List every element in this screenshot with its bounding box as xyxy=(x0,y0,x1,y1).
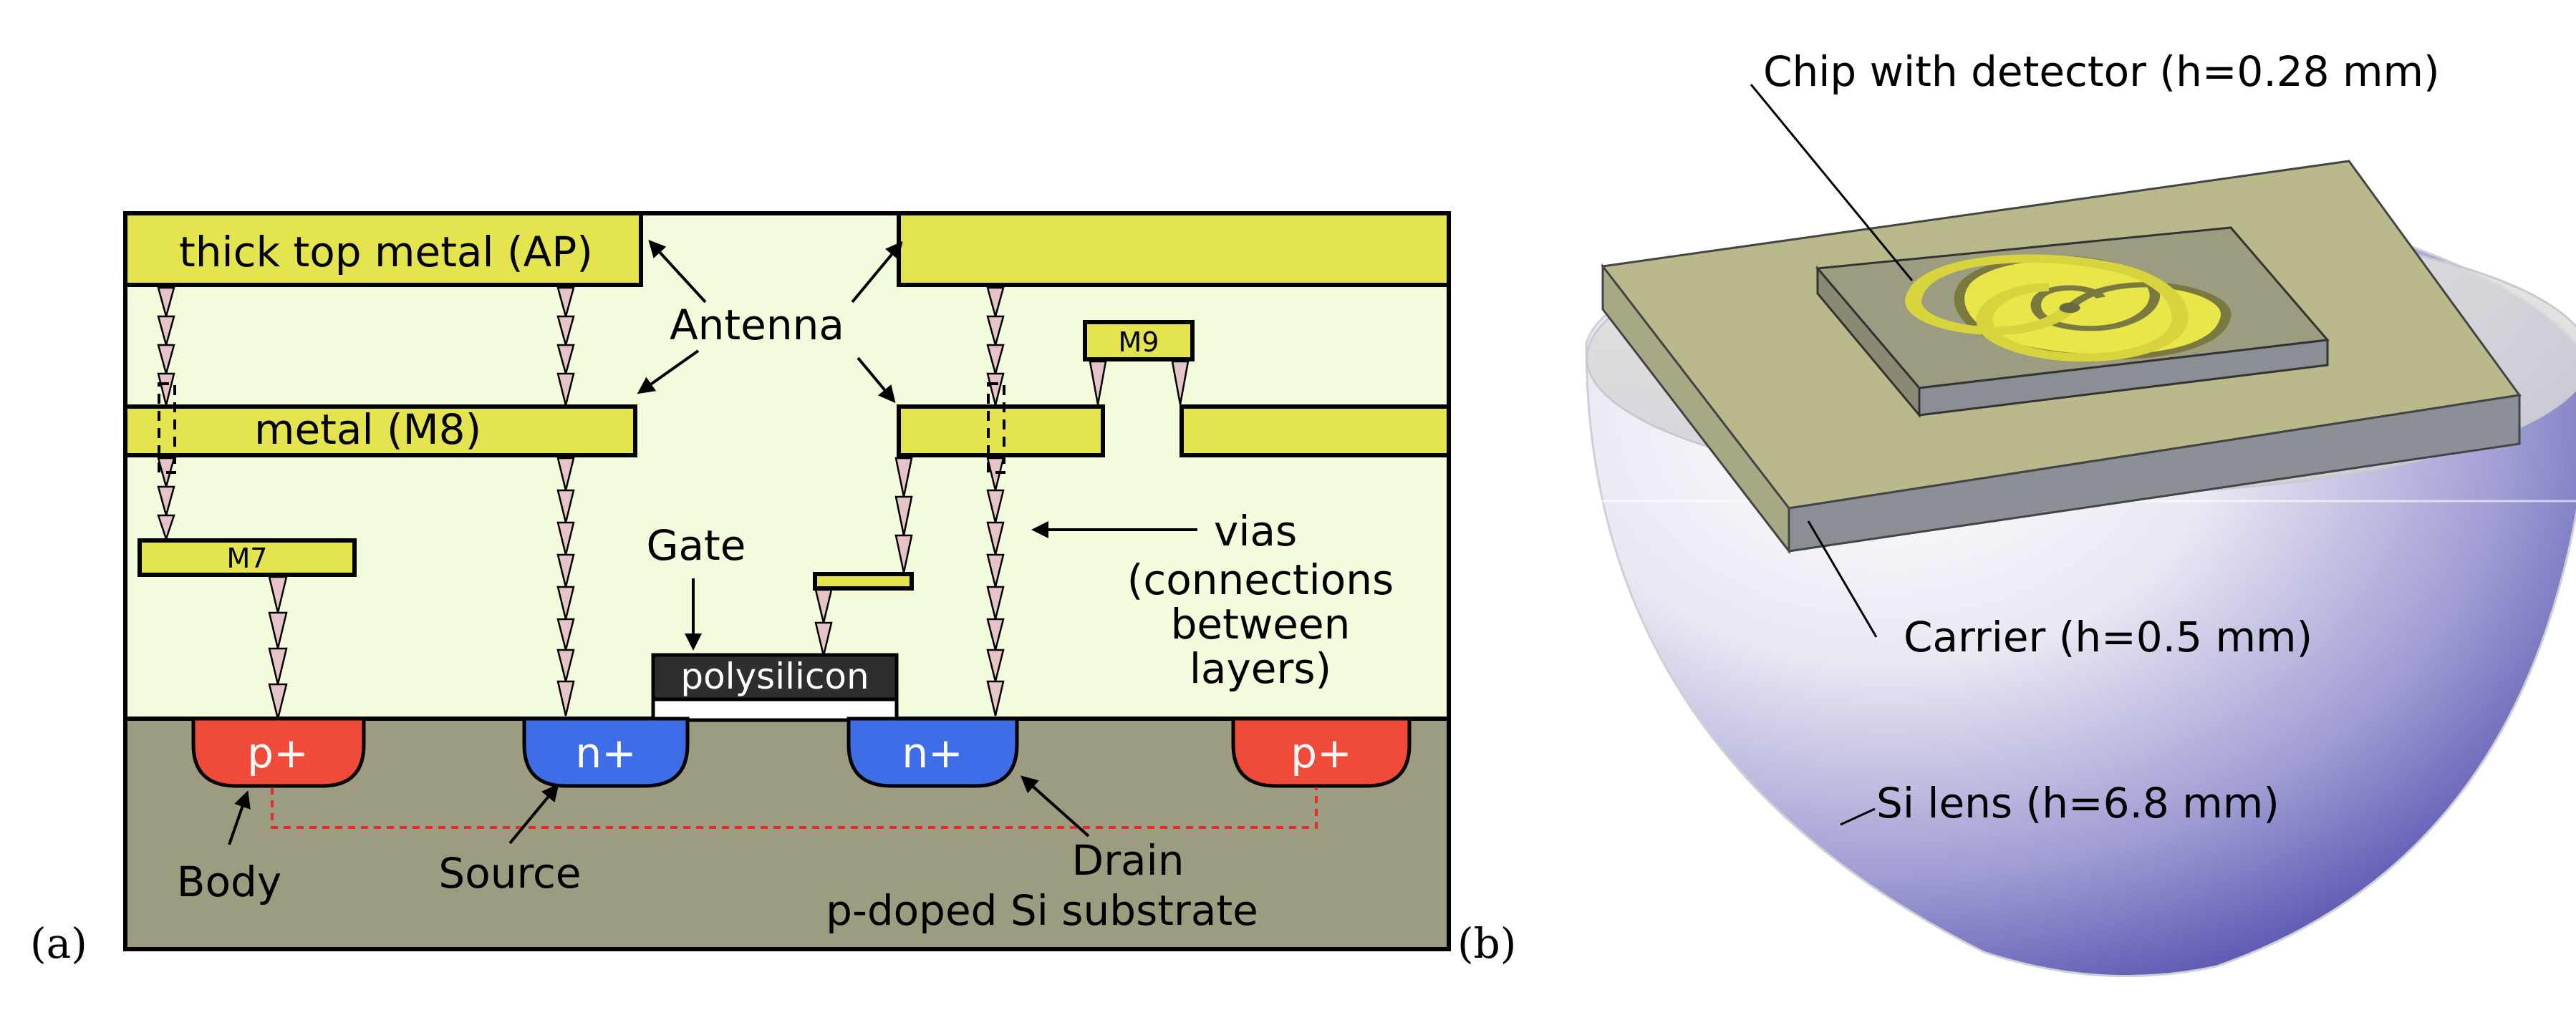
metal-m9 xyxy=(1083,320,1195,361)
n-plus-well-source xyxy=(522,717,690,788)
metal-m9-label: M9 xyxy=(1119,326,1159,358)
via-stack-drain-upper xyxy=(986,286,1005,406)
gate-label: Gate xyxy=(647,521,746,570)
metal-m7-label: M7 xyxy=(227,543,268,574)
via-stack-left-upper xyxy=(157,286,175,406)
body-arrow xyxy=(228,790,251,845)
vias-label: vias xyxy=(1214,507,1297,555)
dielectric-region xyxy=(123,211,1451,721)
via-stack-drain-lower xyxy=(986,457,1005,717)
panel-b-tag: (b) xyxy=(1457,919,1516,968)
n-plus-source-label: n+ xyxy=(575,729,636,777)
drain-arrow xyxy=(1021,775,1090,837)
via-stack-m7-down xyxy=(268,576,288,719)
antenna-arrow-m8-right xyxy=(857,356,896,404)
metal-small-bridge xyxy=(813,572,914,591)
vias-desc-line-1: (connections xyxy=(1127,555,1394,604)
antenna-arrow-top-left xyxy=(648,240,707,304)
chip-label: Chip with detector (h=0.28 mm) xyxy=(1763,47,2440,96)
vias-desc-line-3: layers) xyxy=(1190,644,1331,693)
carrier-label: Carrier (h=0.5 mm) xyxy=(1904,613,2312,661)
n-plus-drain-label: n+ xyxy=(902,729,963,777)
via-m9-right xyxy=(1171,360,1190,405)
source-arrow xyxy=(508,783,559,845)
polysilicon-label: polysilicon xyxy=(680,656,869,697)
spiral-antenna-icon xyxy=(1905,254,2232,362)
body-connection-dashed xyxy=(271,787,1318,829)
via-stack-source-lower xyxy=(556,457,575,717)
metal-m8-mid xyxy=(897,404,1105,457)
metal-m8-label: metal (M8) xyxy=(254,405,481,454)
via-stack-m8-mid-down xyxy=(894,457,913,573)
via-stack-source-upper xyxy=(556,286,575,406)
metal-m7 xyxy=(138,538,357,577)
body-label: Body xyxy=(177,858,281,906)
carrier-side xyxy=(1601,263,1790,555)
panel-b-chip-on-lens: Chip with detector (h=0.28 mm) Carrier (… xyxy=(1457,47,2576,978)
carrier-leader-line xyxy=(1807,520,1878,638)
chip-leader-line xyxy=(1750,84,1914,281)
lens-leader-line xyxy=(1840,807,1876,826)
p-plus-right-label: p+ xyxy=(1291,729,1351,777)
source-label: Source xyxy=(438,849,581,898)
thick-top-metal-left xyxy=(123,211,643,287)
thick-top-metal-label: thick top metal (AP) xyxy=(179,228,593,276)
antenna-arrow-m8-left xyxy=(637,349,700,394)
p-plus-well-left xyxy=(191,717,366,788)
antenna-arrow-top-right xyxy=(851,241,903,304)
lens-label: Si lens (h=6.8 mm) xyxy=(1876,779,2280,827)
chip-side xyxy=(1816,265,1921,419)
metal-m8-left xyxy=(123,404,637,457)
dashed-via-outline-left xyxy=(158,382,176,474)
antenna-label: Antenna xyxy=(670,301,844,349)
p-plus-well-right xyxy=(1231,717,1412,788)
metal-m8-right xyxy=(1180,404,1451,457)
drain-label: Drain xyxy=(1072,836,1185,885)
panel-a-tag: (a) xyxy=(30,919,87,968)
vias-desc-line-2: between xyxy=(1171,600,1351,649)
via-m9-left xyxy=(1089,360,1107,405)
dashed-via-outline-drain xyxy=(987,382,1005,474)
polysilicon-gate xyxy=(651,653,899,701)
panel-a-mosfet-cross-section: polysilicon p+ n+ n+ p+ thick top metal … xyxy=(30,211,1451,968)
substrate-label: p-doped Si substrate xyxy=(826,886,1258,935)
p-plus-left-label: p+ xyxy=(247,729,308,777)
thick-top-metal-right xyxy=(897,211,1451,287)
n-plus-well-drain xyxy=(846,717,1019,788)
